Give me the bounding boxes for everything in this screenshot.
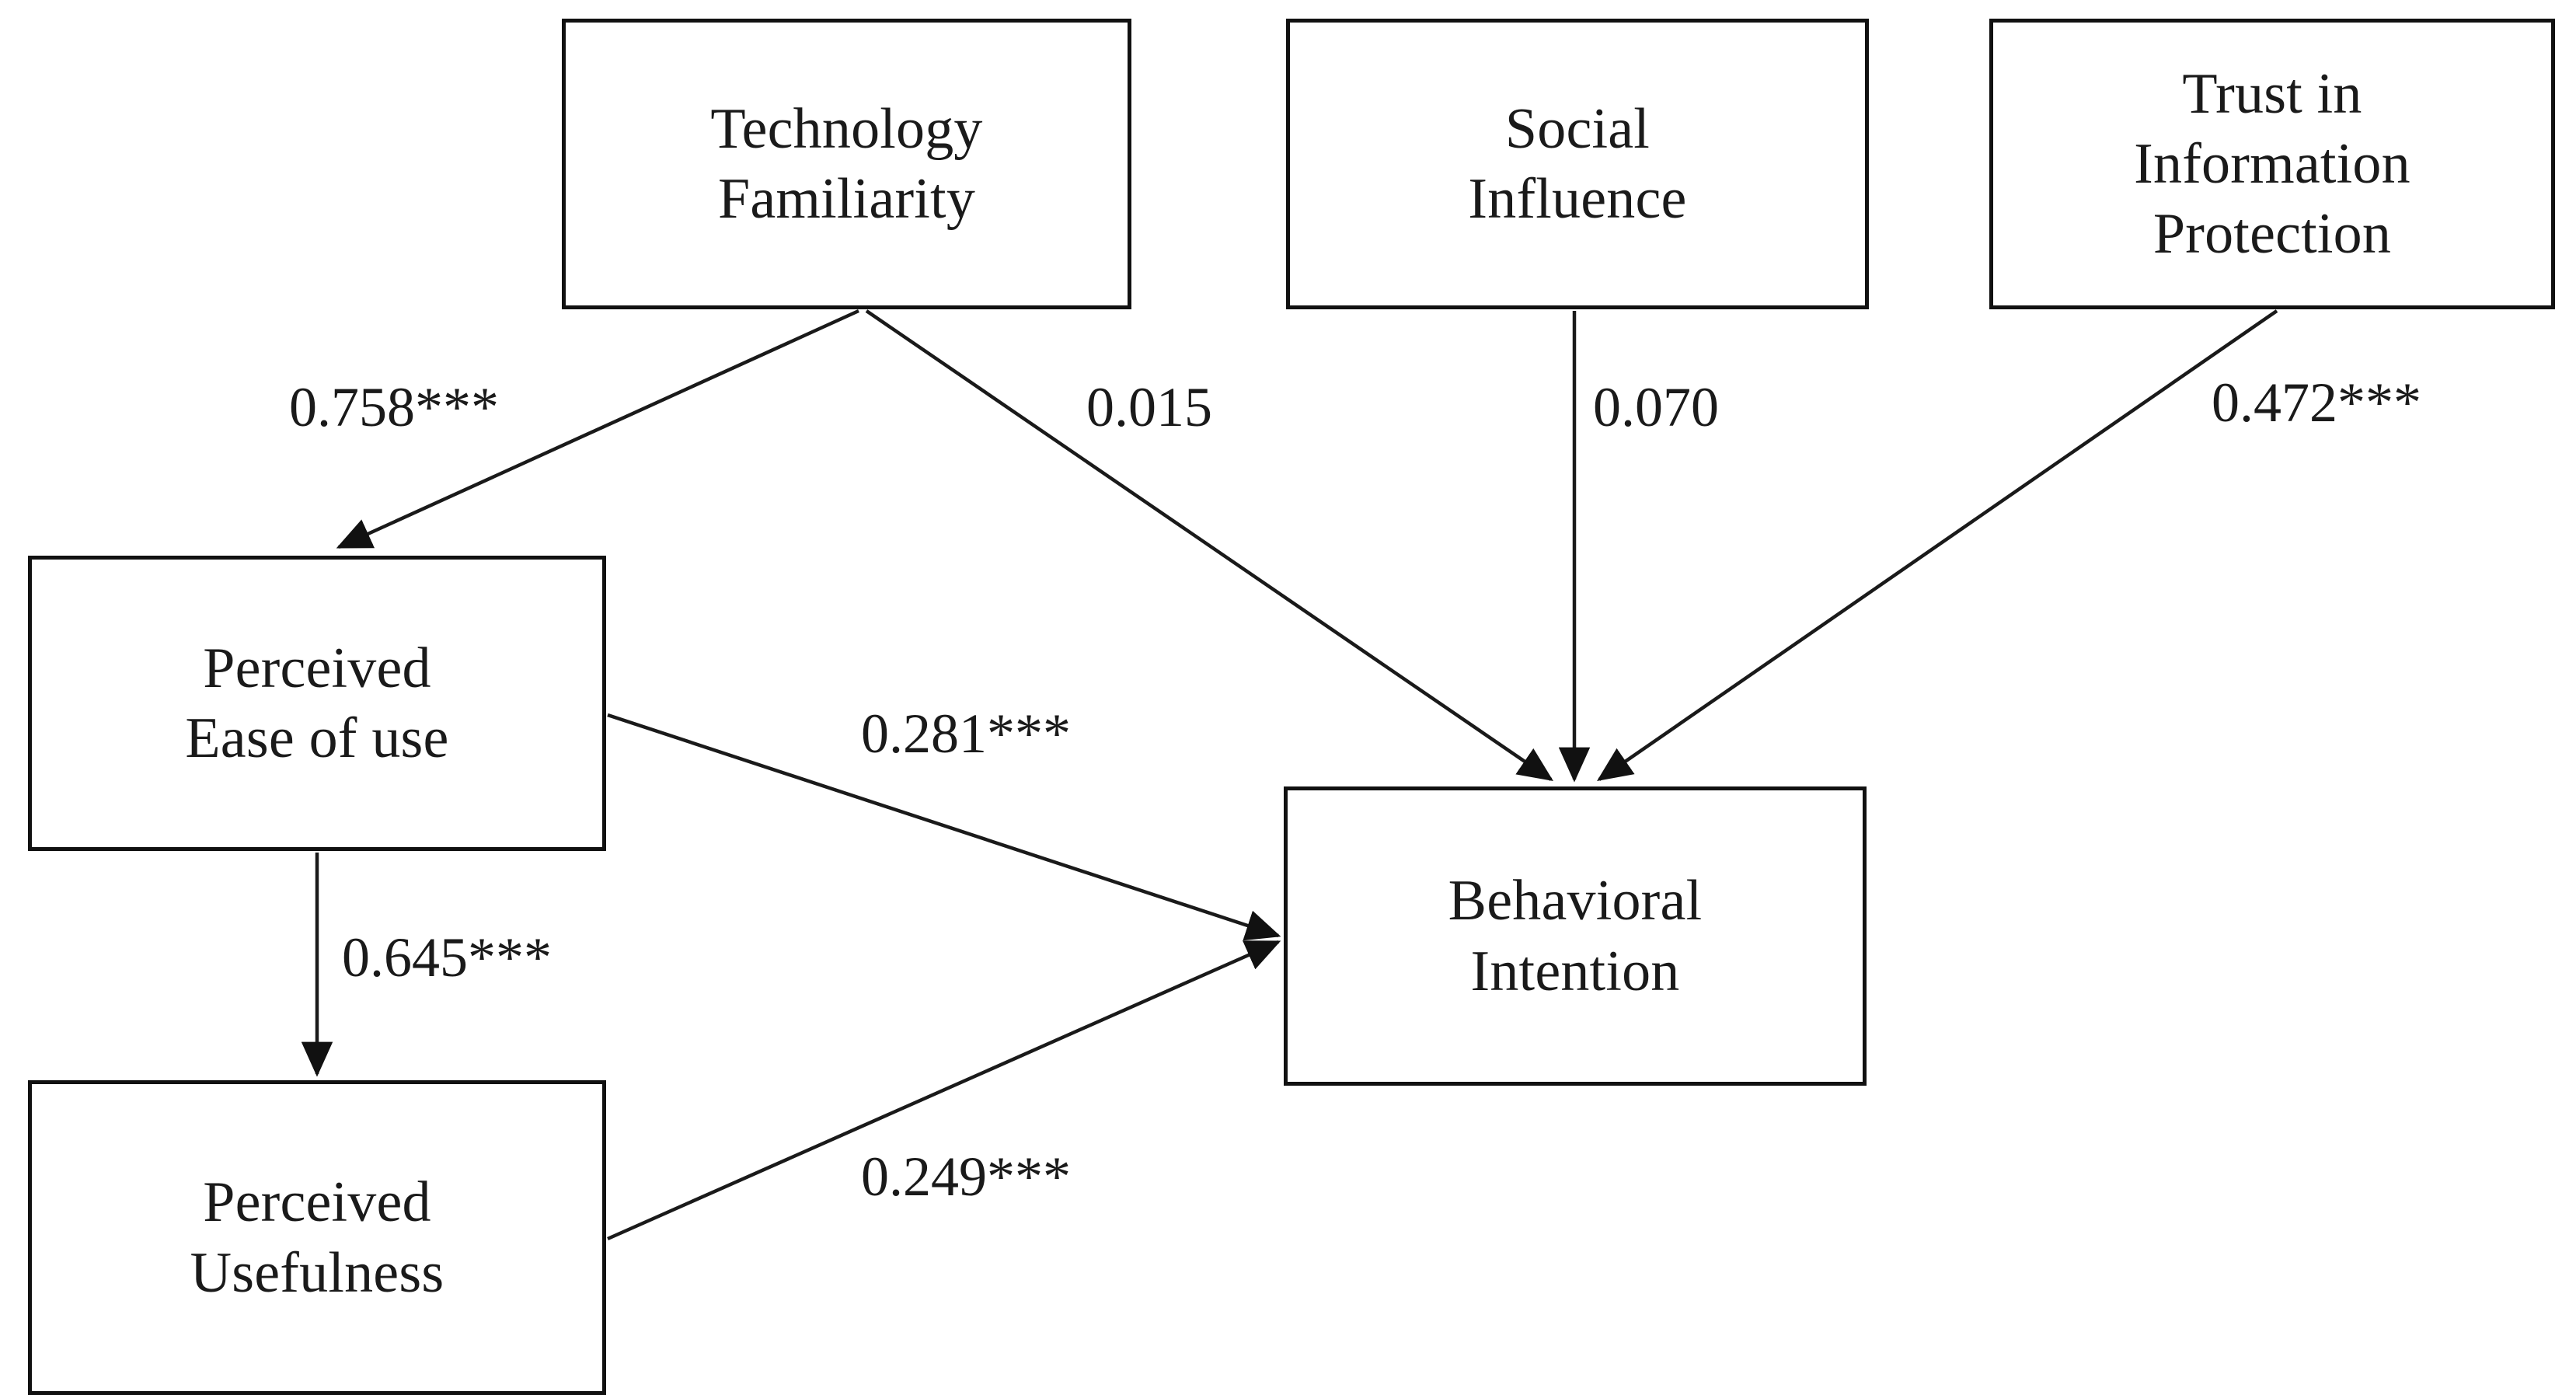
path-line-peou-to-bi — [607, 713, 1281, 941]
path-coefficient-peou-to-pu: 0.645*** — [342, 926, 552, 989]
path-line-pu-to-bi — [607, 940, 1281, 1241]
path-coefficient-tf-to-bi: 0.015 — [1086, 376, 1212, 438]
node-label-trust-in-information-protection: Trust in Information Protection — [2134, 61, 2410, 267]
node-technology-familiarity[interactable]: Technology Familiarity — [562, 19, 1131, 309]
path-line-tf-to-bi — [865, 309, 1553, 782]
path-coefficient-si-to-bi: 0.070 — [1593, 376, 1719, 438]
path-line-tf-to-peou — [336, 309, 859, 549]
node-trust-in-information-protection[interactable]: Trust in Information Protection — [1989, 19, 2555, 309]
node-social-influence[interactable]: Social Influence — [1286, 19, 1869, 309]
path-line-tip-to-bi — [1597, 309, 2278, 782]
node-perceived-usefulness[interactable]: Perceived Usefulness — [28, 1080, 606, 1395]
node-label-perceived-usefulness: Perceived Usefulness — [190, 1170, 444, 1305]
path-coefficient-tf-to-peou: 0.758*** — [289, 376, 499, 438]
path-coefficient-tip-to-bi: 0.472*** — [2212, 371, 2421, 434]
path-coefficient-pu-to-bi: 0.249*** — [861, 1146, 1071, 1208]
node-perceived-ease-of-use[interactable]: Perceived Ease of use — [28, 556, 606, 851]
node-label-technology-familiarity: Technology Familiarity — [710, 96, 983, 231]
node-label-perceived-ease-of-use: Perceived Ease of use — [185, 636, 449, 770]
node-label-behavioral-intention: Behavioral Intention — [1448, 869, 1703, 1003]
node-behavioral-intention[interactable]: Behavioral Intention — [1284, 786, 1867, 1086]
path-coefficient-peou-to-bi: 0.281*** — [861, 703, 1071, 765]
node-label-social-influence: Social Influence — [1468, 96, 1687, 231]
